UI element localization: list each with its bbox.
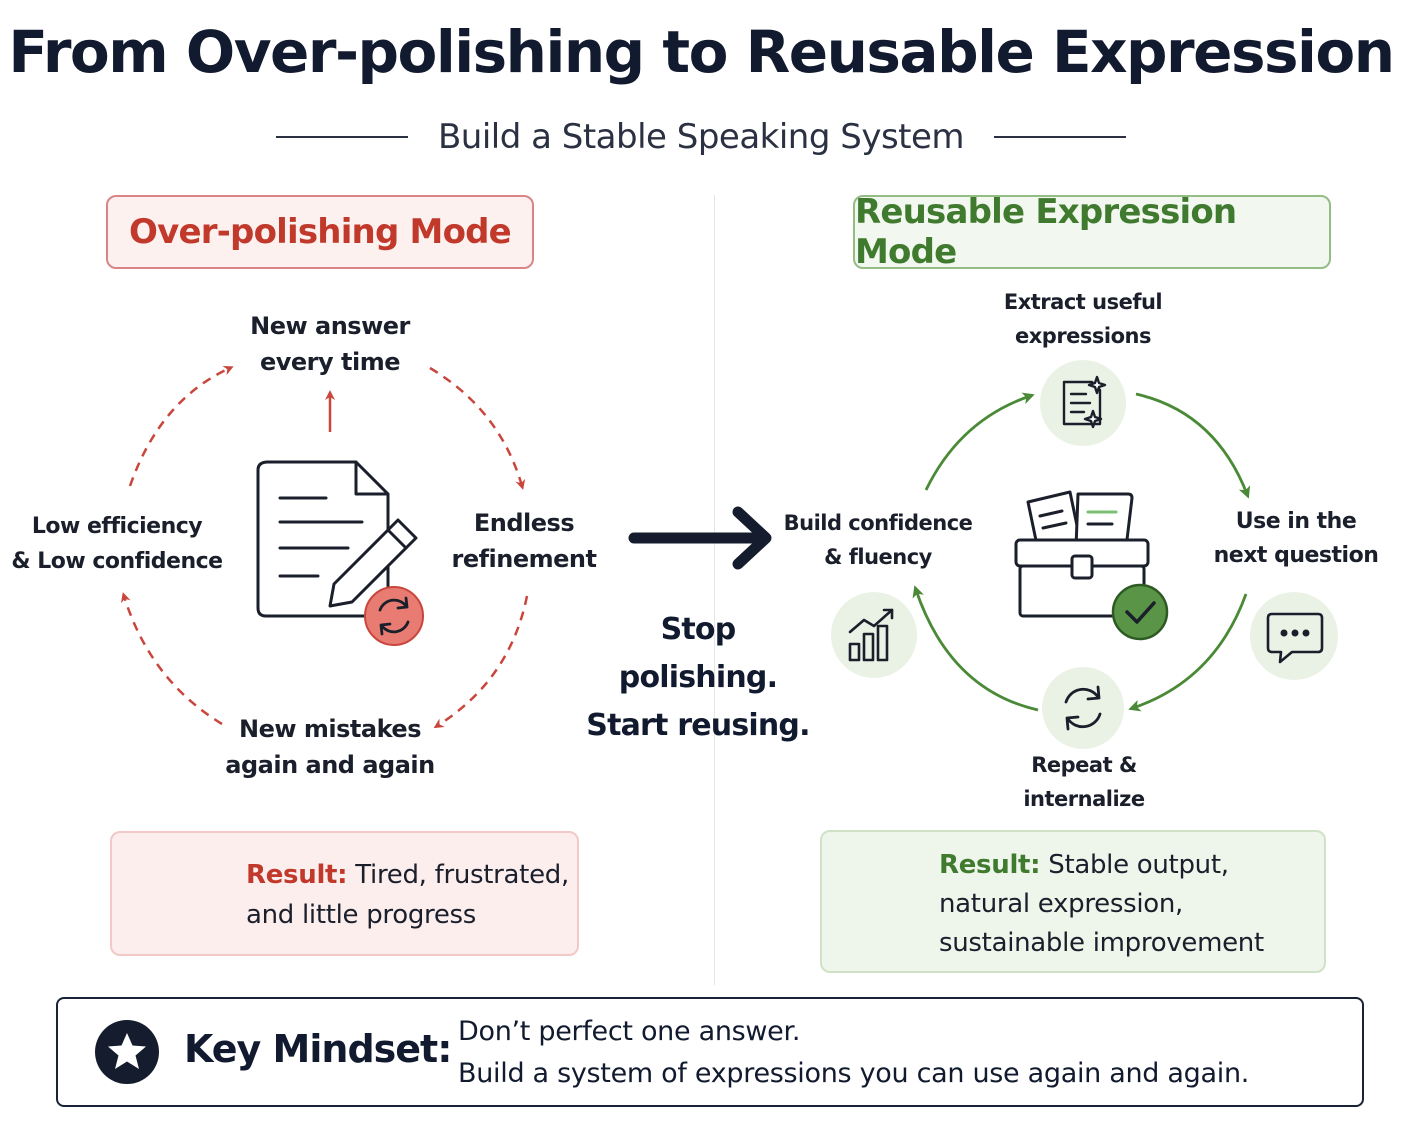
subtitle-rule-left (275, 136, 408, 138)
key-mindset-label: Key Mindset: (184, 1027, 452, 1071)
right-cycle-arrows (912, 392, 1251, 712)
key-mindset-text: Don’t perfect one answer. Build a system… (458, 1011, 1358, 1095)
key-mindset-box: Key Mindset: Don’t perfect one answer. B… (56, 997, 1364, 1107)
reusable-expression-mode-header: Reusable Expression Mode (853, 192, 1331, 272)
over-polishing-result-line1: Result: Tired, frustrated, (246, 855, 576, 895)
page-title: From Over-polishing to Reusable Expressi… (8, 18, 1395, 86)
right-step-right-line2: next question (1213, 543, 1379, 568)
arrow-right-to-bottom (433, 595, 529, 729)
right-step-left-line1: Build confidence (783, 511, 973, 535)
left-step-left-line1: Low efficiency (31, 514, 203, 539)
right-step-left: Build confidence & fluency (782, 506, 974, 574)
toolbox-documents-icon (1014, 490, 1150, 618)
growth-chart-icon (848, 608, 894, 662)
result-label: Result: (939, 850, 1041, 880)
left-step-bottom-line2: again and again (225, 751, 435, 779)
over-polishing-result-line2: and little progress (246, 900, 477, 930)
left-cycle-arrows (120, 365, 529, 729)
arrow-right-icon (628, 506, 772, 570)
arrow-top-to-right (1135, 392, 1251, 499)
over-polishing-mode-header: Over-polishing Mode (106, 195, 534, 269)
left-step-bottom-line1: New mistakes (239, 715, 421, 743)
reusable-expression-result-box: Result: Stable output, natural expressio… (820, 830, 1326, 973)
left-step-top-line1: New answer (250, 312, 410, 340)
subtitle-rule-right (994, 136, 1127, 138)
right-step-top-line2: expressions (1015, 324, 1152, 348)
result-value-line1: Tired, frustrated, (355, 860, 569, 890)
page-subtitle: Build a Stable Speaking System (437, 117, 965, 157)
reusable-expression-result-line2: natural expression, (939, 889, 1184, 919)
check-icon (1111, 583, 1169, 641)
left-step-right-line2: refinement (451, 545, 598, 573)
left-step-top: New answer every time (220, 308, 440, 380)
chat-bubble-icon (1266, 612, 1324, 664)
arrow-left-to-top (924, 392, 1035, 491)
arrow-bottom-to-left (120, 592, 223, 726)
left-step-left-line2: & Low confidence (11, 549, 223, 574)
column-divider (714, 195, 715, 985)
refresh-icon (1064, 685, 1102, 731)
reusable-expression-result-line3: sustainable improvement (939, 928, 1264, 958)
reusable-expression-result-line1: Result: Stable output, (939, 846, 1324, 885)
subtitle-row: Build a Stable Speaking System (0, 112, 1402, 162)
result-value-line1: Stable output, (1048, 850, 1229, 880)
arrow-top-to-right (429, 366, 526, 490)
right-step-bottom-line1: Repeat & (1031, 753, 1137, 777)
over-polishing-result-text: Result: Tired, frustrated, and little pr… (246, 855, 576, 935)
key-mindset-line1: Don’t perfect one answer. (458, 1016, 801, 1047)
result-label: Result: (246, 860, 348, 890)
transition-message: Stop polishing. Start reusing. (578, 606, 818, 750)
right-step-top: Extract useful expressions (983, 285, 1183, 353)
left-step-right-line1: Endless (473, 509, 575, 537)
refresh-icon (364, 586, 424, 646)
right-step-right: Use in the next question (1208, 505, 1384, 573)
left-step-bottom: New mistakes again and again (206, 711, 454, 783)
right-step-left-line2: & fluency (824, 545, 932, 569)
arrow-right-to-bottom (1128, 593, 1248, 712)
arrow-bottom-to-left (912, 585, 1039, 712)
document-sparkle-icon (1062, 375, 1107, 429)
left-step-top-line2: every time (259, 348, 401, 376)
transition-line2: Start reusing. (586, 708, 810, 743)
left-step-left: Low efficiency & Low confidence (8, 509, 226, 579)
arrow-left-to-top (128, 365, 234, 487)
over-polishing-result-box: Result: Tired, frustrated, and little pr… (110, 831, 579, 956)
left-step-right: Endless refinement (444, 505, 604, 577)
right-step-bottom: Repeat & internalize (994, 748, 1174, 816)
reusable-expression-result-text: Result: Stable output, natural expressio… (939, 846, 1324, 963)
right-step-top-line1: Extract useful (1003, 290, 1163, 314)
star-icon (95, 1020, 159, 1084)
repeat-node-bg (1042, 667, 1124, 749)
right-step-right-line1: Use in the (1235, 509, 1357, 534)
right-step-bottom-line2: internalize (1023, 787, 1145, 811)
transition-line1: Stop polishing. (618, 612, 778, 695)
key-mindset-line2: Build a system of expressions you can us… (458, 1058, 1250, 1089)
